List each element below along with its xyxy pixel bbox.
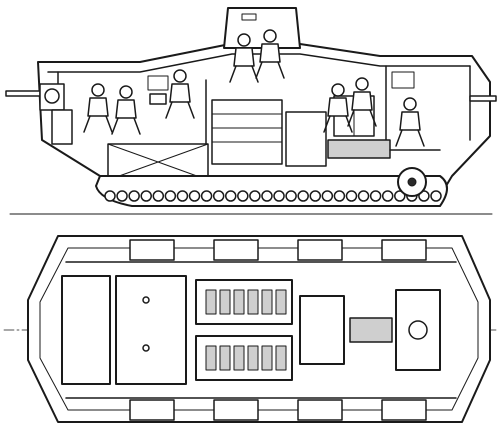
plan-inner-outline (39, 247, 479, 411)
road-wheel (321, 190, 334, 202)
engine-cylinder (261, 289, 273, 315)
suspension-block (297, 399, 343, 421)
engine-block (211, 99, 283, 165)
sprocket-hub (407, 177, 417, 187)
crew-head (355, 77, 369, 91)
crew-head (173, 69, 187, 83)
crew-torso (399, 111, 421, 131)
road-wheel (249, 190, 261, 202)
side-hatch (147, 75, 169, 91)
road-wheel (128, 190, 140, 202)
engine-cylinder (233, 345, 245, 371)
box-cross (107, 143, 209, 181)
gearbox (285, 111, 327, 167)
crew-legs (83, 115, 113, 133)
crew-legs (111, 117, 141, 135)
crew-torso (169, 83, 191, 103)
road-wheel (212, 190, 225, 202)
crew-legs (395, 129, 425, 147)
road-wheel (224, 190, 237, 202)
crew-legs (229, 65, 259, 83)
cupola-vision-slit (241, 13, 257, 21)
road-wheel (140, 190, 152, 202)
front-gun-barrel (5, 90, 41, 97)
engine-cylinder (275, 289, 287, 315)
engine-cylinder (247, 345, 259, 371)
crew-group (83, 29, 425, 147)
differential-housing (349, 317, 393, 343)
suspension-group (129, 239, 427, 421)
engine-cylinder (219, 345, 231, 371)
crew-torso (233, 47, 255, 67)
road-wheel (104, 190, 116, 202)
road-wheel (273, 190, 285, 202)
suspension-block (381, 399, 427, 421)
crew-head (91, 83, 105, 97)
engine-cylinder (205, 345, 217, 371)
road-wheel (188, 190, 201, 202)
command-cupola (223, 7, 301, 49)
engine-cylinder (233, 289, 245, 315)
rear-machine-gun (469, 95, 497, 102)
suspension-block (213, 239, 259, 261)
road-wheel (381, 190, 394, 202)
road-wheel (116, 190, 128, 202)
road-wheel (345, 190, 358, 202)
side-machine-gun (149, 93, 167, 105)
top-plan-view (3, 235, 497, 423)
road-wheel (333, 190, 346, 202)
crew-head (237, 33, 251, 47)
crew-legs (255, 61, 285, 79)
road-wheel (430, 190, 442, 202)
road-wheel (357, 190, 370, 202)
road-wheel (394, 190, 406, 202)
engine-cylinder (205, 289, 217, 315)
crew-head (403, 97, 417, 111)
crew-torso (327, 97, 349, 117)
crew-head (331, 83, 345, 97)
fighting-compartment (115, 275, 187, 385)
crew-torso (115, 99, 137, 119)
suspension-block (213, 399, 259, 421)
road-wheel (309, 190, 322, 202)
mount-point (142, 344, 150, 352)
road-wheel (200, 190, 213, 202)
crew-legs (165, 101, 195, 119)
engine-cylinder (219, 289, 231, 315)
front-compartment (61, 275, 111, 385)
cylinder-group (205, 289, 287, 371)
road-wheel (164, 190, 177, 202)
engine-cylinder (275, 345, 287, 371)
side-hatch (391, 71, 415, 89)
crew-torso (259, 43, 281, 63)
road-wheel (237, 190, 249, 202)
crew-torso (87, 97, 109, 117)
road-wheel (297, 190, 309, 202)
road-wheel (152, 190, 165, 202)
transmission-block (299, 295, 345, 365)
crew-head (263, 29, 277, 43)
crew-head (119, 85, 133, 99)
suspension-block (297, 239, 343, 261)
crew-legs (347, 109, 377, 127)
gun-breech (44, 88, 60, 104)
road-wheel-group (104, 190, 442, 202)
gun-pedestal (51, 109, 73, 145)
suspension-block (381, 239, 427, 261)
road-wheel (369, 190, 382, 202)
rear-gear (408, 320, 428, 340)
side-elevation-view (5, 7, 497, 215)
crew-torso (351, 91, 373, 111)
road-wheel (285, 190, 297, 202)
engine-cylinder (261, 345, 273, 371)
suspension-block (129, 239, 175, 261)
transmission-shaft-housing (327, 139, 391, 159)
mount-point (142, 296, 150, 304)
road-wheel (261, 190, 273, 202)
engine-cylinder (247, 289, 259, 315)
suspension-block (129, 399, 175, 421)
road-wheel (176, 190, 189, 202)
